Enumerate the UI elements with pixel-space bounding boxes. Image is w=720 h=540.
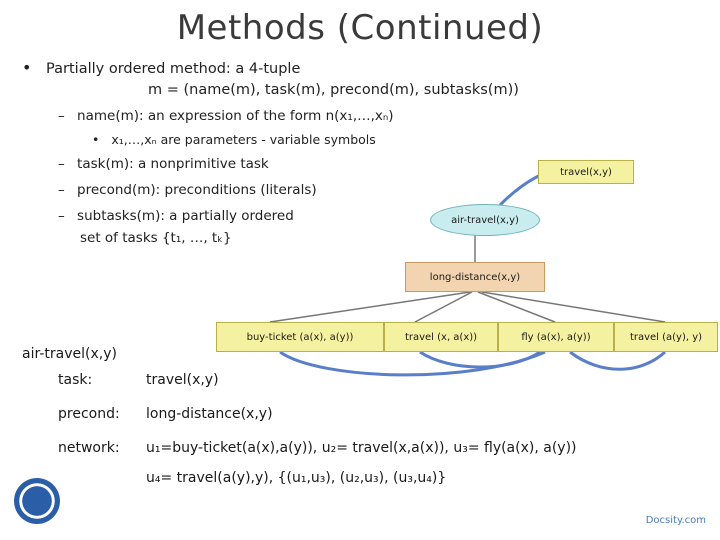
- formula-tuple: m = (name(m), task(m), precond(m), subta…: [148, 82, 519, 98]
- network-line-1: u₁=buy-ticket(a(x),a(y)), u₂= travel(x,a…: [146, 440, 577, 456]
- dash-icon: –: [58, 156, 65, 172]
- edge-to-subtask-2: [414, 291, 473, 323]
- footer-watermark: Docsity.com: [645, 515, 706, 526]
- dash-icon: –: [58, 108, 65, 124]
- sub-sub-bullet-params: • x₁,…,xₙ are parameters - variable symb…: [92, 132, 376, 147]
- precond-value: long-distance(x,y): [146, 406, 273, 422]
- sub-bullet-name: – name(m): an expression of the form n(x…: [58, 108, 394, 124]
- sub-sub-bullet-text: x₁,…,xₙ are parameters - variable symbol…: [111, 132, 376, 147]
- sub-bullet-text: subtasks(m): a partially ordered: [77, 208, 294, 224]
- bullet-dot-icon: •: [92, 132, 100, 147]
- slide-title: Methods (Continued): [176, 8, 544, 48]
- sub-bullet-subtasks-cont: set of tasks {t₁, …, tₖ}: [80, 230, 232, 246]
- sub-bullet-text: name(m): an expression of the form n(x₁,…: [77, 108, 394, 124]
- subtask-node-buy-ticket: buy-ticket (a(x), a(y)): [216, 322, 384, 352]
- sub-bullet-text: precond(m): preconditions (literals): [77, 182, 317, 198]
- network-line-2: u₄= travel(a(y),y), {(u₁,u₃), (u₂,u₃), (…: [146, 470, 447, 486]
- sub-bullet-text: task(m): a nonprimitive task: [77, 156, 269, 172]
- subtask-node-travel-from-airport: travel (a(y), y): [614, 322, 718, 352]
- method-header: air-travel(x,y): [22, 346, 117, 362]
- sub-bullet-task: – task(m): a nonprimitive task: [58, 156, 269, 172]
- university-seal-icon: [14, 478, 60, 524]
- order-arc-u3-u4: [569, 350, 667, 371]
- task-label: task:: [58, 372, 93, 388]
- task-node-travel: travel(x,y): [538, 160, 634, 184]
- dash-icon: –: [58, 208, 65, 224]
- bullet-partially-ordered: • Partially ordered method: a 4-tuple: [22, 58, 300, 77]
- network-label: network:: [58, 440, 120, 456]
- edge-to-subtask-4: [481, 291, 666, 323]
- edge-to-subtask-3: [477, 291, 556, 323]
- precond-node-long-distance: long-distance(x,y): [405, 262, 545, 292]
- subtask-node-fly: fly (a(x), a(y)): [498, 322, 614, 352]
- edge-to-subtask-1: [269, 291, 471, 323]
- precond-label: precond:: [58, 406, 120, 422]
- subtask-node-travel-to-airport: travel (x, a(x)): [384, 322, 498, 352]
- sub-bullet-precond: – precond(m): preconditions (literals): [58, 182, 317, 198]
- sub-bullet-subtasks: – subtasks(m): a partially ordered: [58, 208, 294, 224]
- dash-icon: –: [58, 182, 65, 198]
- order-arc-u1-u3: [279, 350, 546, 377]
- order-arc-u2-u3: [419, 350, 541, 369]
- bullet-dot-icon: •: [22, 58, 32, 77]
- bullet-text: Partially ordered method: a 4-tuple: [46, 61, 301, 77]
- task-value: travel(x,y): [146, 372, 219, 388]
- method-node-air-travel: air-travel(x,y): [430, 204, 540, 236]
